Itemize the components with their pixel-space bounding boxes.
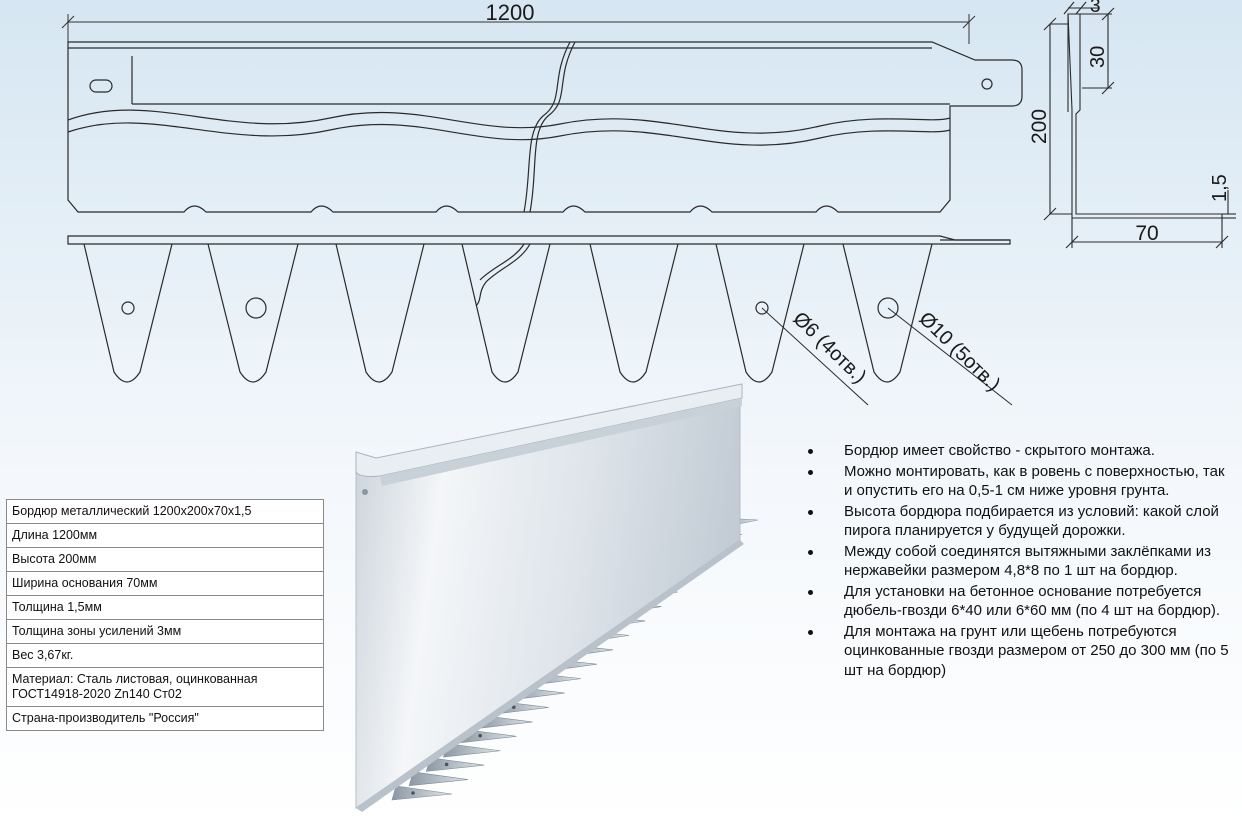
feature-item: Высота бордюра подбирается из условий: к… [808,502,1233,541]
spec-row: Бордюр металлический 1200х200х70х1,5 [6,499,324,524]
ground-spike [408,771,469,787]
feature-item: Между собой соединятся вытяжными заклёпк… [808,542,1233,581]
hole-leaders [761,307,1013,406]
spec-cell: Длина 1200мм [6,523,324,548]
feature-item: Бордюр имеет свойство - скрытого монтажа… [808,441,1233,461]
dimension-30-label: 30 [1087,46,1109,68]
spec-cell: Ширина основания 70мм [6,571,324,596]
spec-row: Вес 3,67кг. [6,643,324,668]
dimension-length-label: 1200 [486,0,535,25]
dimension-height-label: 200 [1028,109,1051,144]
spec-row: Толщина зоны усилений 3мм [6,619,324,644]
hole-small-label: Ø6 (4отв.) [789,308,871,388]
features-list: Бордюр имеет свойство - скрытого монтажа… [808,441,1233,681]
ground-spike [391,785,453,801]
spec-cell: Материал: Сталь листовая, оцинкованная Г… [6,667,324,707]
spec-cell: Толщина зоны усилений 3мм [6,619,324,644]
dimension-base-label: 70 [1135,222,1158,245]
spec-row: Высота 200мм [6,547,324,572]
spike-hole [511,705,516,709]
spec-row: Ширина основания 70мм [6,571,324,596]
hole-large-label: Ø10 (5отв.) [915,308,1005,396]
spec-row: Страна-производитель "Россия" [6,706,324,731]
spec-row: Длина 1200мм [6,523,324,548]
feature-item: Для установки на бетонное основание потр… [808,582,1233,621]
feature-item: Для монтажа на грунт или щебень потребую… [808,622,1233,681]
spike-hole [444,762,449,767]
feature-item: Можно монтировать, как в ровень с поверх… [808,462,1233,501]
spike-hole [411,791,415,795]
plate-front-view [67,41,1023,383]
dimension-length [61,14,976,44]
profile-section [1043,1,1236,249]
dimension-thickness-label: 1,5 [1209,174,1231,202]
dimension-thickness-3-label: 3 [1090,0,1101,17]
spec-cell: Высота 200мм [6,547,324,572]
border-3d-render [355,383,759,812]
spec-cell: Вес 3,67кг. [6,643,324,668]
spec-cell: Бордюр металлический 1200х200х70х1,5 [6,499,324,524]
spec-row: Толщина 1,5мм [6,595,324,620]
spec-cell: Страна-производитель "Россия" [6,706,324,731]
spike-hole [478,733,482,738]
spec-cell: Толщина 1,5мм [6,595,324,620]
spec-row: Материал: Сталь листовая, оцинкованная Г… [6,667,324,707]
